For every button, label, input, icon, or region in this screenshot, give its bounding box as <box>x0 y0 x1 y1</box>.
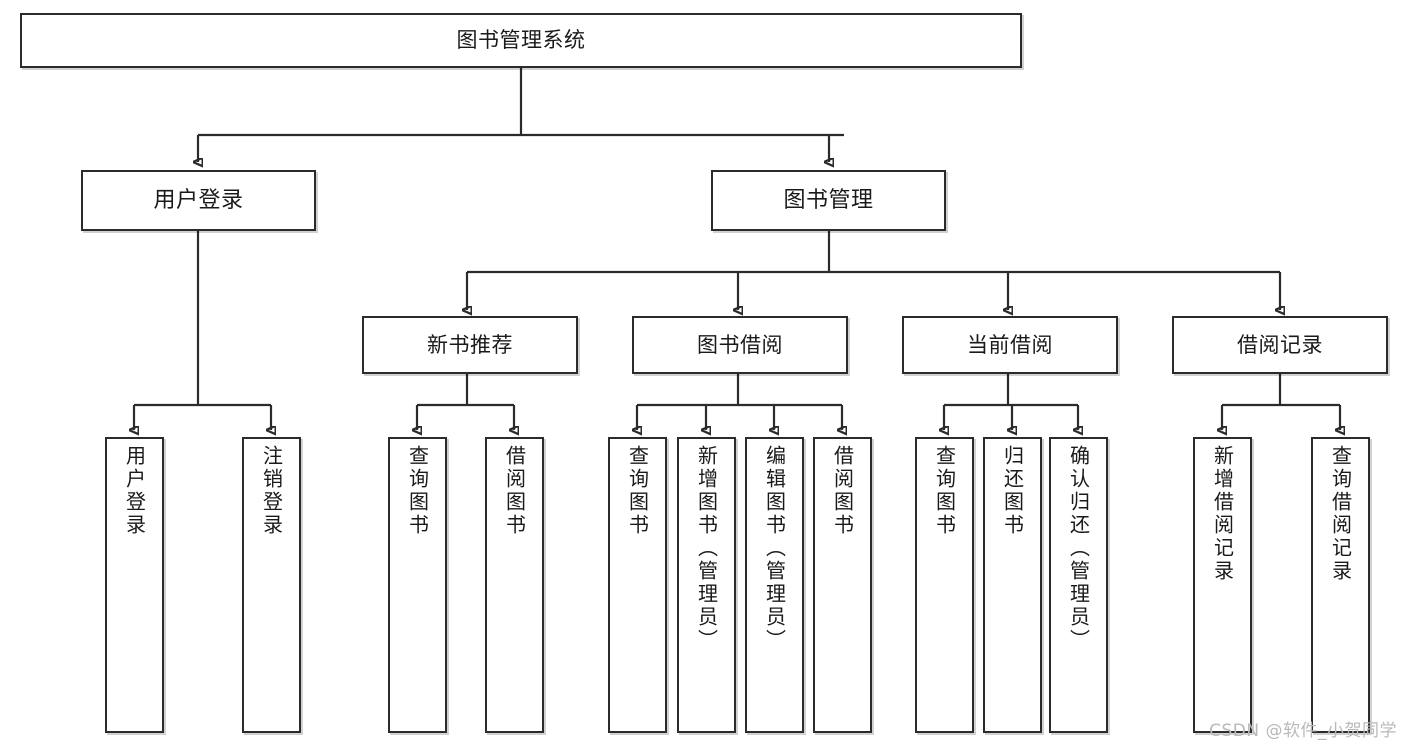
leaf-bookborrow-add-book-label: 新增图书（管理员） <box>694 445 719 652</box>
leaf-user-login[interactable]: 用户登录 <box>105 437 164 733</box>
leaf-currentborrow-confirm-return-label: 确认归还（管理员） <box>1066 445 1091 652</box>
leaf-user-login-label: 用户登录 <box>122 445 147 537</box>
node-new-book-recommend[interactable]: 新书推荐 <box>362 316 578 374</box>
node-borrow-record[interactable]: 借阅记录 <box>1172 316 1388 374</box>
leaf-bookborrow-edit-book[interactable]: 编辑图书（管理员） <box>745 437 804 733</box>
leaf-newbook-borrow-book[interactable]: 借阅图书 <box>485 437 544 733</box>
node-book-management[interactable]: 图书管理 <box>711 170 946 231</box>
leaf-currentborrow-return-book-label: 归还图书 <box>1000 445 1025 537</box>
node-new-book-recommend-label: 新书推荐 <box>427 332 513 357</box>
node-borrow-record-label: 借阅记录 <box>1237 332 1323 357</box>
leaf-currentborrow-query-book[interactable]: 查询图书 <box>915 437 974 733</box>
node-current-borrow-label: 当前借阅 <box>967 332 1053 357</box>
leaf-borrowrecord-query-record-label: 查询借阅记录 <box>1328 445 1353 583</box>
csdn-watermark: CSDN @软件_小贺同学 <box>1209 721 1397 741</box>
node-book-management-label: 图书管理 <box>783 187 874 213</box>
leaf-newbook-query-book-label: 查询图书 <box>405 445 430 537</box>
leaf-logout[interactable]: 注销登录 <box>242 437 301 733</box>
leaf-logout-label: 注销登录 <box>259 445 284 537</box>
node-root-label: 图书管理系统 <box>456 28 586 53</box>
node-current-borrow[interactable]: 当前借阅 <box>902 316 1118 374</box>
leaf-currentborrow-query-book-label: 查询图书 <box>932 445 957 537</box>
leaf-borrowrecord-query-record[interactable]: 查询借阅记录 <box>1311 437 1370 733</box>
leaf-bookborrow-borrow-book-label: 借阅图书 <box>830 445 855 537</box>
leaf-borrowrecord-add-record[interactable]: 新增借阅记录 <box>1193 437 1252 733</box>
leaf-bookborrow-edit-book-label: 编辑图书（管理员） <box>762 445 787 652</box>
leaf-bookborrow-add-book[interactable]: 新增图书（管理员） <box>677 437 736 733</box>
leaf-bookborrow-borrow-book[interactable]: 借阅图书 <box>813 437 872 733</box>
leaf-borrowrecord-add-record-label: 新增借阅记录 <box>1210 445 1235 583</box>
leaf-bookborrow-query-book[interactable]: 查询图书 <box>608 437 667 733</box>
node-root[interactable]: 图书管理系统 <box>20 13 1022 68</box>
node-book-borrow[interactable]: 图书借阅 <box>632 316 848 374</box>
leaf-newbook-borrow-book-label: 借阅图书 <box>502 445 527 537</box>
leaf-newbook-query-book[interactable]: 查询图书 <box>388 437 447 733</box>
leaf-currentborrow-return-book[interactable]: 归还图书 <box>983 437 1042 733</box>
node-book-borrow-label: 图书借阅 <box>697 332 783 357</box>
leaf-currentborrow-confirm-return[interactable]: 确认归还（管理员） <box>1049 437 1108 733</box>
node-user-login-label: 用户登录 <box>153 187 244 213</box>
node-user-login[interactable]: 用户登录 <box>81 170 316 231</box>
leaf-bookborrow-query-book-label: 查询图书 <box>625 445 650 537</box>
